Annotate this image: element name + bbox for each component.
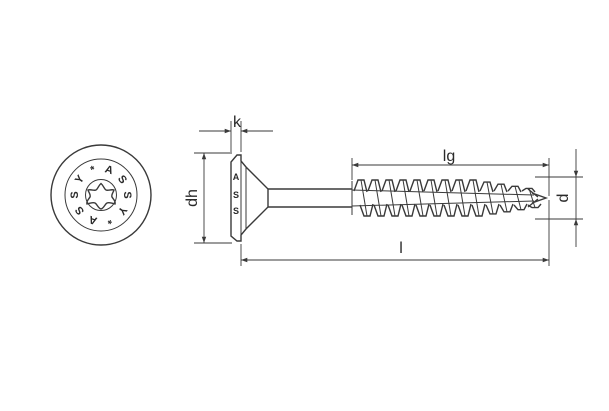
thread-crests <box>353 179 542 217</box>
dimension-dh: dh <box>184 152 232 244</box>
dimension-label-d: d <box>555 194 572 203</box>
head-logo-letter: S <box>121 191 133 198</box>
thread-flank <box>472 179 480 217</box>
head-logo-letter: * <box>89 164 97 177</box>
head-side-logo: A S S <box>233 172 240 216</box>
thread-flank <box>402 179 410 217</box>
screw-side-view: A S S <box>230 154 549 242</box>
dimension-label-dh: dh <box>184 189 201 207</box>
thread-flank <box>444 179 452 217</box>
head-logo-letter: * <box>104 213 112 226</box>
head-logo-letter: S <box>115 173 129 186</box>
drive-recess-circle <box>85 179 117 211</box>
thread-flank <box>528 188 536 208</box>
thread-flank <box>514 186 522 210</box>
head-outer-circle <box>50 144 152 246</box>
head-logo-letter: Y <box>115 204 129 218</box>
dimension-label-k: k <box>233 114 242 131</box>
dimension-lg: lg <box>351 148 550 196</box>
thread-flank <box>374 179 382 217</box>
thread-flank <box>360 179 368 217</box>
dimension-k: k <box>199 114 273 152</box>
thread-flank <box>430 179 438 217</box>
head-logo-letter: A <box>103 163 114 177</box>
dimension-d: d <box>535 149 583 247</box>
svg-text:S: S <box>233 190 239 200</box>
thread-flank <box>486 182 494 214</box>
thread-flank <box>388 179 396 217</box>
drill-tip <box>527 188 549 208</box>
dimension-label-l: l <box>399 240 403 257</box>
head-logo-letter: Y <box>73 173 87 187</box>
thread-flank <box>458 179 466 217</box>
dimension-label-lg: lg <box>443 148 455 165</box>
torx-drive-icon <box>86 182 116 210</box>
head-logo-letter: S <box>69 191 81 198</box>
svg-text:A: A <box>233 172 240 182</box>
head-logo-letter: S <box>73 204 87 217</box>
dimension-l: l <box>240 200 550 266</box>
head-inner-circle <box>64 158 138 232</box>
thread-flank <box>416 179 424 217</box>
svg-text:S: S <box>233 206 239 216</box>
thread-flank <box>500 184 508 212</box>
threaded-section <box>351 179 549 217</box>
head-logo-letter: A <box>87 213 98 227</box>
